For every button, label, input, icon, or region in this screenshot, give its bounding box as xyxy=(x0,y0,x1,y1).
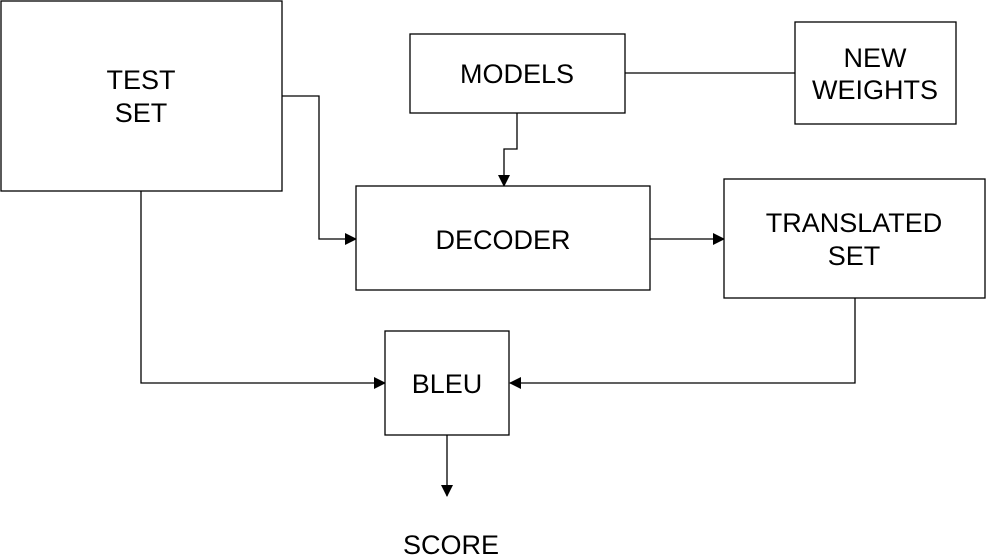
node-bleu: BLEU xyxy=(384,330,510,436)
translated-set-label-line1: TRANSLATED xyxy=(766,208,943,238)
edge-test-set-to-bleu xyxy=(140,191,386,389)
node-decoder: DECODER xyxy=(355,185,651,291)
test-set-box xyxy=(0,0,283,192)
edge-test-set-to-decoder xyxy=(282,95,357,245)
translated-set-box xyxy=(723,178,986,299)
score-label: SCORE xyxy=(403,530,499,556)
bleu-label: BLEU xyxy=(412,369,483,399)
models-box xyxy=(409,33,626,114)
translated-set-label-line2: SET xyxy=(828,241,881,271)
test-set-label-line2: SET xyxy=(115,98,168,128)
new-weights-label-line2: WEIGHTS xyxy=(812,75,938,105)
node-models: MODELS xyxy=(409,33,626,114)
edge-models-to-decoder xyxy=(498,113,518,187)
new-weights-label-line1: NEW xyxy=(844,43,908,73)
decoder-box xyxy=(355,185,651,291)
new-weights-box xyxy=(794,21,957,125)
models-label: MODELS xyxy=(460,59,574,89)
test-set-label-line1: TEST xyxy=(106,65,175,95)
node-translated-set: TRANSLATED SET xyxy=(723,178,986,299)
decoder-label: DECODER xyxy=(435,225,570,255)
node-test-set: TEST SET xyxy=(0,0,283,192)
bleu-box xyxy=(384,330,510,436)
edge-translated-set-to-bleu xyxy=(509,298,856,389)
node-new-weights: NEW WEIGHTS xyxy=(794,21,957,125)
